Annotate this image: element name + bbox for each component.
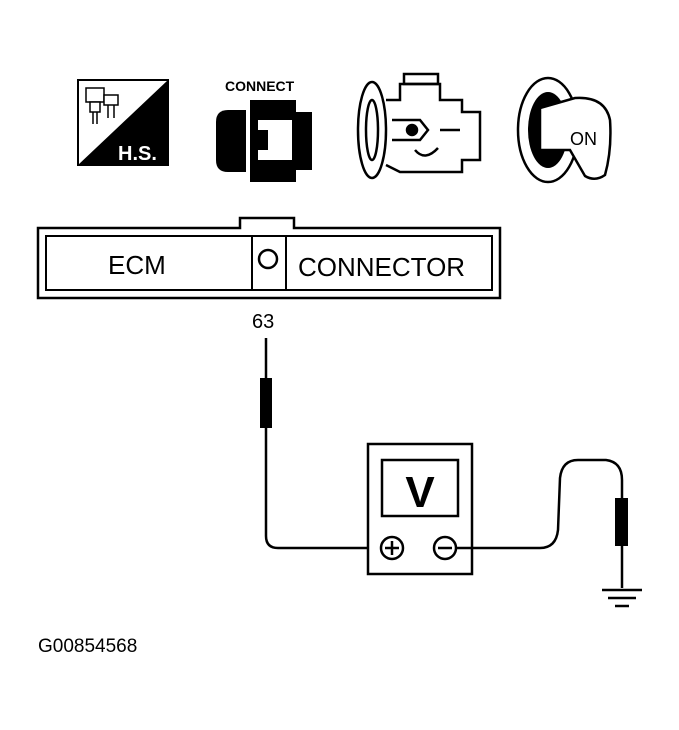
hs-label: H.S. bbox=[118, 143, 157, 165]
meter-display: V bbox=[405, 468, 435, 517]
positive-terminal-icon bbox=[379, 535, 405, 561]
voltmeter: V bbox=[366, 442, 474, 576]
connector-icon: CONNECT bbox=[216, 78, 312, 182]
ignition-key-on-icon: ON bbox=[516, 76, 612, 184]
terminal-63-pin bbox=[257, 248, 279, 270]
ecm-connector: ECM CONNECTOR bbox=[36, 216, 502, 300]
hand-screwdriver-icon: H.S. bbox=[77, 79, 169, 166]
negative-probe-lead bbox=[456, 458, 628, 588]
negative-terminal-icon bbox=[432, 535, 458, 561]
ecm-label: ECM bbox=[108, 250, 166, 280]
positive-probe-lead bbox=[260, 338, 378, 550]
figure-id: G00854568 bbox=[38, 636, 137, 657]
on-label: ON bbox=[570, 129, 597, 149]
connect-label: CONNECT bbox=[225, 78, 295, 94]
ground-symbol-icon bbox=[602, 588, 642, 608]
connector-label: CONNECTOR bbox=[298, 252, 465, 282]
terminal-number: 63 bbox=[252, 311, 274, 333]
engine-icon bbox=[356, 72, 482, 180]
